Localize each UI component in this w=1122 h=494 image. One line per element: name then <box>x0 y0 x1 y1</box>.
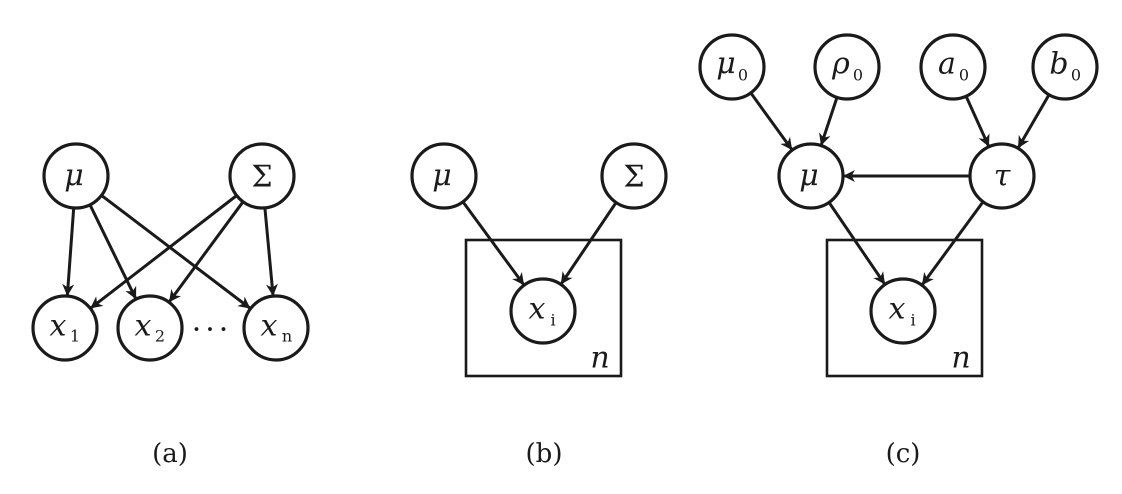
svg-text:a: a <box>938 47 956 82</box>
node-rho0: ρ 0 <box>813 33 881 101</box>
node-b0: b 0 <box>1031 33 1099 101</box>
panel-c-edges <box>749 92 1051 286</box>
node-sigma: Σ <box>228 142 296 210</box>
svg-text:x: x <box>135 309 152 344</box>
edge-mu-to-xn <box>100 194 251 310</box>
plate <box>464 238 623 378</box>
svg-text:0: 0 <box>1071 66 1081 85</box>
svg-text:μ: μ <box>432 159 452 194</box>
edge-mu-to-x2 <box>88 204 137 300</box>
plate-label: n <box>590 341 609 376</box>
panel-b-edges <box>461 200 618 286</box>
node-x2: x 2 <box>116 294 184 362</box>
node-xi: x i <box>869 277 937 345</box>
svg-text:x: x <box>261 309 278 344</box>
panel-a-edges <box>62 194 278 310</box>
svg-text:i: i <box>550 311 555 330</box>
svg-text:0: 0 <box>853 66 863 85</box>
edge-a0-to-tau <box>964 95 990 147</box>
edge-rho0-to-mu <box>819 96 839 146</box>
edge-sigma-to-xi <box>560 201 618 285</box>
edge-sigma-to-x1 <box>90 194 238 309</box>
caption-a: (a) <box>152 439 188 469</box>
edge-tau-to-xi <box>921 200 985 286</box>
node-x1: x 1 <box>31 294 99 362</box>
svg-text:x: x <box>529 292 546 327</box>
svg-text:Σ: Σ <box>251 160 272 195</box>
ellipsis: ··· <box>192 313 233 348</box>
edge-sigma-to-xn <box>263 207 278 297</box>
edge-sigma-to-x2 <box>168 200 245 303</box>
node-xn: x n <box>242 294 310 362</box>
panel-a: μ Σ x 1 x 2 ··· x n (a) <box>31 142 310 469</box>
edge-mu-to-xi <box>461 200 525 286</box>
edge-mu-to-xi <box>827 201 886 285</box>
node-xi: x i <box>509 277 577 345</box>
svg-text:Σ: Σ <box>623 160 644 195</box>
node-tau: τ <box>968 142 1036 210</box>
svg-text:n: n <box>282 327 292 346</box>
svg-text:ρ: ρ <box>831 47 850 82</box>
svg-text:μ: μ <box>799 159 819 194</box>
node-a0: a 0 <box>919 33 987 101</box>
svg-text:0: 0 <box>959 66 969 85</box>
node-mu: μ <box>42 142 110 210</box>
node-sigma: Σ <box>600 142 668 210</box>
svg-text:i: i <box>910 311 915 330</box>
svg-text:b: b <box>1049 47 1068 82</box>
node-mu0: μ 0 <box>698 33 766 101</box>
panel-b: n μ Σ x i (b) <box>410 142 668 469</box>
node-mu: μ <box>777 142 845 210</box>
svg-text:x: x <box>889 292 906 327</box>
edge-mu0-to-mu <box>749 92 793 151</box>
svg-text:2: 2 <box>155 327 165 346</box>
node-mu: μ <box>410 142 478 210</box>
caption-c: (c) <box>886 439 921 469</box>
panel-c: n μ 0 ρ 0 a 0 b 0 μ τ <box>698 33 1099 469</box>
svg-text:1: 1 <box>70 327 80 346</box>
svg-text:τ: τ <box>994 159 1011 194</box>
caption-b: (b) <box>526 439 563 469</box>
svg-text:μ: μ <box>716 47 736 82</box>
edge-b0-to-tau <box>1017 93 1051 149</box>
svg-text:x: x <box>50 309 67 344</box>
plate-label: n <box>951 341 970 376</box>
svg-text:μ: μ <box>64 159 84 194</box>
edge-mu-to-x1 <box>62 207 76 297</box>
plate <box>825 238 984 378</box>
svg-text:0: 0 <box>738 66 748 85</box>
